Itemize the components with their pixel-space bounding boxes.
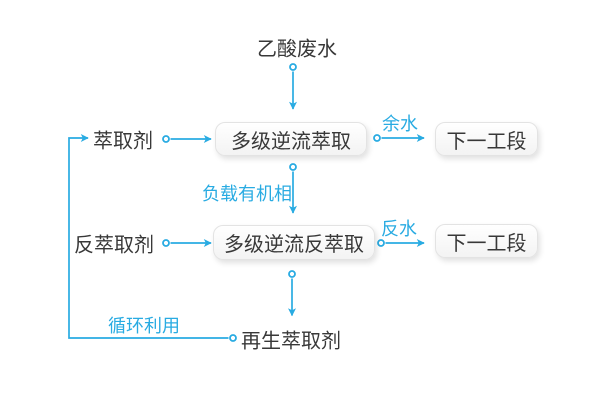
back-extraction-process-node: 多级逆流反萃取 — [213, 225, 375, 260]
connector-dot-source — [289, 63, 297, 71]
back-extraction-process-label: 多级逆流反萃取 — [224, 234, 364, 256]
connector-dot-extractant — [162, 135, 170, 143]
connector-dot-regenerated — [229, 334, 237, 342]
connector-dot-extraction-bottom — [289, 163, 297, 171]
extractant-label: 萃取剂 — [93, 130, 153, 153]
extraction-process-node: 多级逆流萃取 — [215, 122, 367, 156]
residual-water-edge-label: 余水 — [382, 114, 418, 134]
strip-water-edge-label: 反水 — [381, 219, 417, 239]
connector-dot-extraction-right — [373, 134, 381, 142]
recycle-edge-label: 循环利用 — [108, 316, 180, 336]
extraction-process-label: 多级逆流萃取 — [231, 130, 351, 153]
connector-dot-back-extraction-right — [377, 239, 385, 247]
loaded-organic-phase-edge-label: 负载有机相 — [202, 184, 292, 204]
stripping-agent-label: 反萃取剂 — [74, 234, 154, 257]
connector-dot-back-extraction-bottom — [288, 270, 296, 278]
next-stage-bottom-label: 下一工段 — [446, 232, 527, 255]
next-stage-node-bottom: 下一工段 — [435, 224, 538, 258]
source-label: 乙酸废水 — [257, 38, 337, 61]
regenerated-extractant-label: 再生萃取剂 — [241, 330, 341, 353]
next-stage-top-label: 下一工段 — [446, 130, 527, 153]
edge-recycle-loop — [68, 134, 229, 339]
next-stage-node-top: 下一工段 — [435, 122, 538, 156]
connector-dot-stripping-agent — [162, 239, 170, 247]
